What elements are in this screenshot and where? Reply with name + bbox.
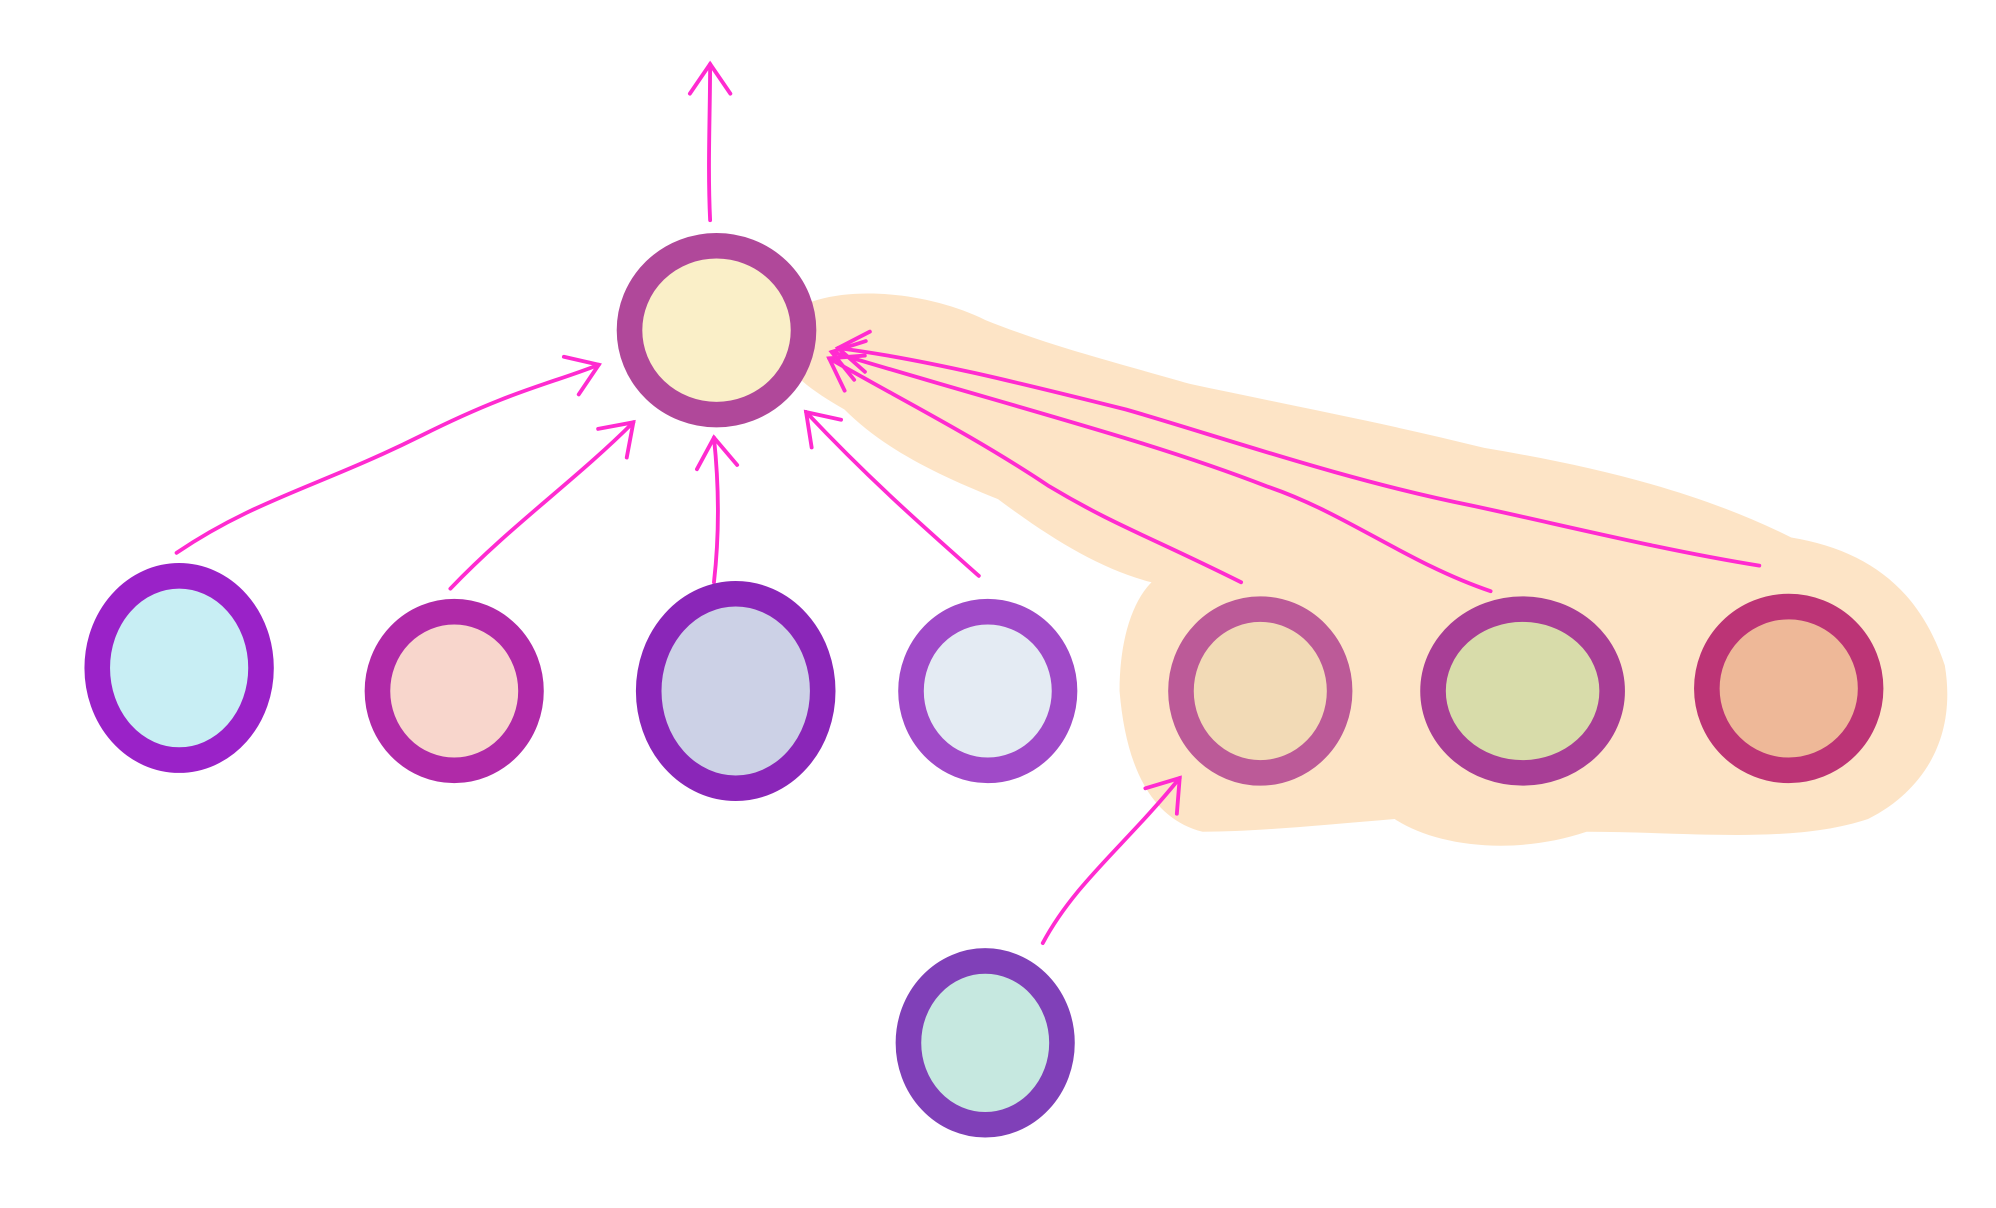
arrowhead-icon [1143, 775, 1182, 816]
arrowhead-icon [695, 434, 740, 472]
node-circle [898, 598, 1078, 784]
node-circle [84, 563, 274, 773]
node-circle [1694, 593, 1884, 784]
node-child-3 [635, 580, 836, 802]
highlight-region [777, 293, 1948, 846]
node-grandchild [895, 948, 1075, 1138]
edge-child-3-to-root [712, 435, 720, 585]
node-child-1 [84, 563, 274, 773]
node-circle [364, 598, 544, 784]
arrowhead-icon [803, 409, 844, 450]
edge-child-4-to-root [804, 410, 981, 578]
arrowhead-icon [561, 354, 602, 397]
edge-child-5-to-root [827, 356, 1244, 585]
arrowhead-icon [596, 419, 636, 460]
edge-child-6-to-root [829, 350, 1493, 594]
edge-child-1-to-root [174, 362, 601, 555]
edge-child-2-to-root [448, 420, 636, 591]
arrowhead-icon [828, 339, 868, 382]
node-circle [1168, 596, 1353, 786]
node-child-5 [1168, 596, 1353, 786]
edge-grandchild-to-child-5 [1040, 776, 1182, 945]
edge-child-7-to-root [836, 346, 1762, 568]
node-child-2 [364, 598, 544, 784]
node-child-6 [1420, 596, 1625, 786]
node-circle [895, 948, 1075, 1138]
edge-root-to-outside-up [707, 62, 713, 223]
node-child-4 [898, 598, 1078, 784]
arrowhead-icon [687, 60, 733, 96]
node-child-7 [1694, 593, 1884, 784]
node-circle [1420, 596, 1625, 786]
arrowhead-icon [834, 329, 872, 374]
node-root [616, 232, 817, 428]
node-circle [616, 232, 817, 428]
node-circle [635, 580, 836, 802]
